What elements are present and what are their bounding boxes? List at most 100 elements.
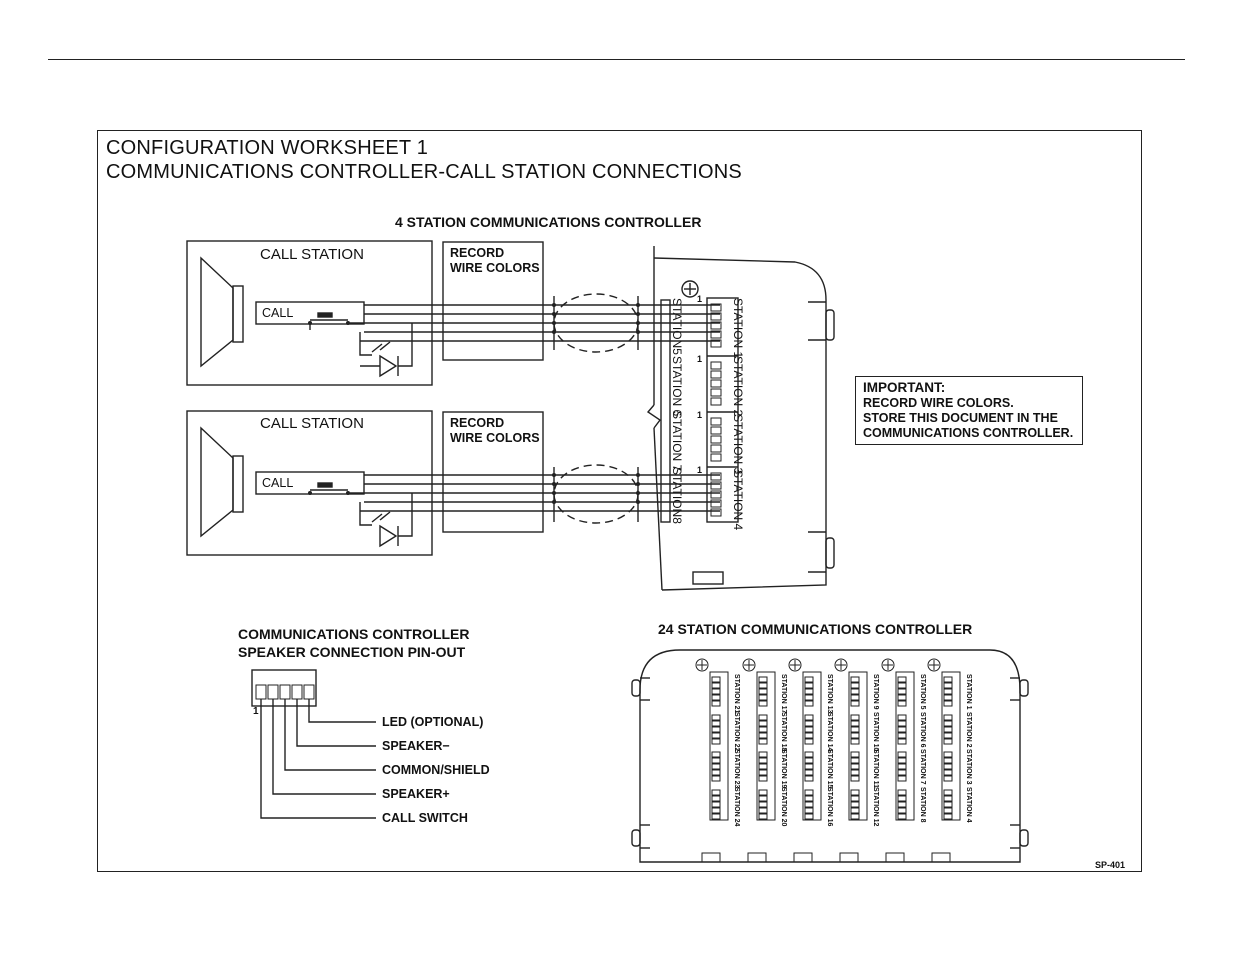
- terminal-pin: [850, 694, 860, 701]
- terminal-pin: [850, 757, 860, 764]
- terminal-pin: [758, 795, 768, 802]
- terminal-pin: [758, 738, 768, 745]
- record-2-line1: RECORD: [450, 416, 505, 430]
- terminal-pin: [758, 720, 768, 727]
- pin-common-label: COMMON/SHIELD: [382, 763, 490, 777]
- terminal-pin: [804, 807, 814, 814]
- terminal-pin: [711, 801, 721, 808]
- terminal-pin: [710, 339, 722, 348]
- terminal-pin: [804, 682, 814, 689]
- twentyfour-station-heading: 24 STATION COMMUNICATIONS CONTROLLER: [658, 621, 973, 637]
- terminal-pin: [710, 444, 722, 453]
- terminal-pin: [850, 726, 860, 733]
- terminal-pin: [804, 700, 814, 707]
- terminal-pin: [897, 807, 907, 814]
- terminal-pin: [943, 751, 953, 758]
- terminal-pin: [897, 789, 907, 796]
- speaker-2-magnet: [232, 455, 244, 513]
- terminal-pin: [897, 757, 907, 764]
- terminal-pin: [710, 472, 722, 481]
- terminal-pin: [850, 813, 860, 820]
- worksheet-frame: [97, 130, 1142, 872]
- ground-screw-icon: [834, 658, 848, 672]
- pinout-heading-line2: SPEAKER CONNECTION PIN-OUT: [238, 644, 466, 660]
- terminal-pin: [711, 676, 721, 683]
- terminal-pin: [897, 682, 907, 689]
- terminal-pin: [897, 763, 907, 770]
- terminal-pin: [804, 801, 814, 808]
- call-button-1-label: CALL: [262, 306, 294, 320]
- terminal-pin: [804, 789, 814, 796]
- terminal-pin: [711, 738, 721, 745]
- important-line3: COMMUNICATIONS CONTROLLER.: [863, 426, 1074, 440]
- terminal-pin: [711, 807, 721, 814]
- enclosure-tab: [701, 852, 721, 863]
- terminal-pin: [804, 751, 814, 758]
- speaker-2-icon: [200, 426, 234, 538]
- terminal-pin: [943, 700, 953, 707]
- pin-call-switch-label: CALL SWITCH: [382, 811, 468, 825]
- terminal-pin: [850, 789, 860, 796]
- terminal-pin: [897, 676, 907, 683]
- terminal-pin: [943, 676, 953, 683]
- pin-led-label: LED (OPTIONAL): [382, 715, 484, 729]
- terminal-pin: [758, 694, 768, 701]
- terminal-pin: [897, 714, 907, 721]
- terminal-pin: [711, 714, 721, 721]
- terminal-pin: [943, 769, 953, 776]
- terminal-pin: [850, 700, 860, 707]
- enclosure-tab: [839, 852, 859, 863]
- worksheet-subtitle: COMMUNICATIONS CONTROLLER-CALL STATION C…: [106, 161, 742, 183]
- terminal-pin: [711, 757, 721, 764]
- terminal-pin: [850, 795, 860, 802]
- terminal-pin: [943, 738, 953, 745]
- controller-24-enclosure: [639, 649, 1021, 863]
- terminal-pin: [897, 751, 907, 758]
- terminal-pin: [804, 795, 814, 802]
- call-station-2-box: [186, 410, 433, 556]
- call-station-1-box: [186, 240, 433, 386]
- connector-block-4: [706, 297, 739, 523]
- terminal-pin: [711, 682, 721, 689]
- call-station-2-label: CALL STATION: [260, 415, 364, 432]
- terminal-pin: [804, 688, 814, 695]
- terminal-pin: [897, 700, 907, 707]
- cable-shield-2: [553, 464, 639, 524]
- terminal-pin: [710, 435, 722, 444]
- terminal-pin: [850, 775, 860, 782]
- terminal-pin: [710, 397, 722, 406]
- terminal-pin: [943, 757, 953, 764]
- pin-one-marker-4: 1: [697, 465, 703, 475]
- call-button-2-label: CALL: [262, 476, 294, 490]
- terminal-pin: [850, 682, 860, 689]
- terminal-pin: [758, 682, 768, 689]
- terminal-pin: [804, 732, 814, 739]
- terminal-pin: [943, 801, 953, 808]
- pinout-pin-one-marker: 1: [253, 706, 259, 717]
- terminal-pin: [710, 453, 722, 462]
- ground-screw-icon: [927, 658, 941, 672]
- terminal-pin: [943, 726, 953, 733]
- terminal-pin: [943, 688, 953, 695]
- terminal-pin: [758, 813, 768, 820]
- pin-speaker-minus-label: SPEAKER−: [382, 739, 450, 753]
- terminal-pin: [804, 763, 814, 770]
- terminal-pin: [710, 370, 722, 379]
- terminal-pin: [897, 775, 907, 782]
- ground-screw-icon: [742, 658, 756, 672]
- terminal-pin: [943, 795, 953, 802]
- terminal-pin: [804, 676, 814, 683]
- terminal-pin: [897, 732, 907, 739]
- terminal-pin: [710, 508, 722, 517]
- led-2-icon: [379, 524, 398, 548]
- terminal-pin: [897, 688, 907, 695]
- terminal-pin: [758, 757, 768, 764]
- pin-one-marker-3: 1: [697, 410, 703, 420]
- ground-screw-icon: [681, 280, 699, 298]
- terminal-pin: [943, 763, 953, 770]
- terminal-pin: [758, 732, 768, 739]
- terminal-pin: [711, 813, 721, 820]
- four-station-heading: 4 STATION COMMUNICATIONS CONTROLLER: [395, 214, 702, 230]
- call-switch-1-box: [255, 301, 365, 325]
- terminal-pin: [758, 676, 768, 683]
